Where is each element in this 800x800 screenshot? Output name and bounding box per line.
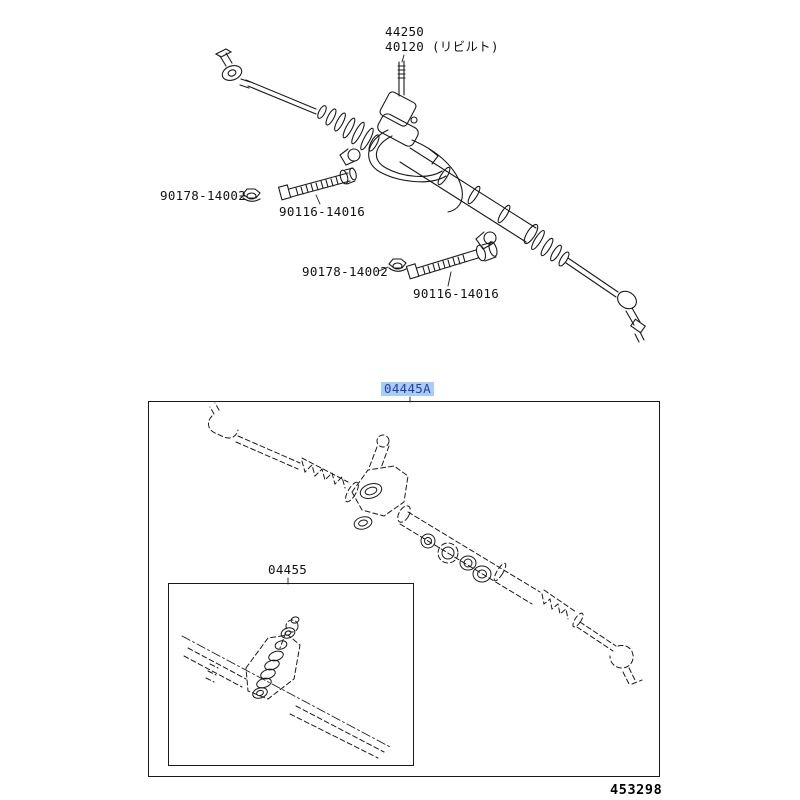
gasket-kit-drawing bbox=[207, 396, 643, 685]
boot-right-drawing bbox=[531, 229, 570, 267]
rack-housing-drawing bbox=[399, 147, 539, 245]
hydraulic-pipes-drawing bbox=[368, 129, 463, 213]
valve-parts-drawing bbox=[252, 616, 300, 699]
callout-bolt-lower[interactable]: 90116-14016 bbox=[413, 286, 500, 301]
seal-parts-drawing bbox=[353, 483, 492, 583]
callout-40120-rebuilt[interactable]: 40120 (リビルト) bbox=[385, 39, 499, 54]
nut-lower-drawing bbox=[388, 258, 407, 272]
valve-kit-drawing bbox=[181, 616, 393, 759]
valve-phantom-outline bbox=[183, 619, 385, 759]
leader-lines bbox=[239, 54, 452, 287]
phantom-outline bbox=[207, 402, 643, 685]
valve-kit-box bbox=[168, 583, 414, 766]
nut-upper-drawing bbox=[242, 188, 261, 202]
callout-nut-lower[interactable]: 90178-14002 bbox=[302, 264, 389, 279]
callout-bolt-upper[interactable]: 90116-14016 bbox=[279, 204, 366, 219]
valve-input-shaft-drawing bbox=[377, 60, 419, 147]
tie-rod-end-left-drawing bbox=[214, 48, 251, 89]
callout-valve-kit[interactable]: 04455 bbox=[268, 562, 308, 577]
callout-gasket-kit-highlighted[interactable]: 04445A bbox=[381, 382, 434, 396]
callout-44250[interactable]: 44250 bbox=[385, 24, 425, 39]
steering-gear-assembly-drawing bbox=[214, 48, 646, 343]
boot-left-drawing bbox=[317, 105, 380, 152]
bolt-upper-drawing bbox=[277, 167, 357, 201]
mounting-bracket-drawings bbox=[339, 148, 497, 250]
tie-rod-end-right-drawing bbox=[565, 257, 646, 343]
bolt-lower-drawing bbox=[405, 241, 498, 280]
gasket-kit-box bbox=[148, 401, 660, 777]
diagram-number: 453298 bbox=[610, 782, 663, 798]
callout-nut-upper[interactable]: 90178-14002 bbox=[160, 188, 247, 203]
